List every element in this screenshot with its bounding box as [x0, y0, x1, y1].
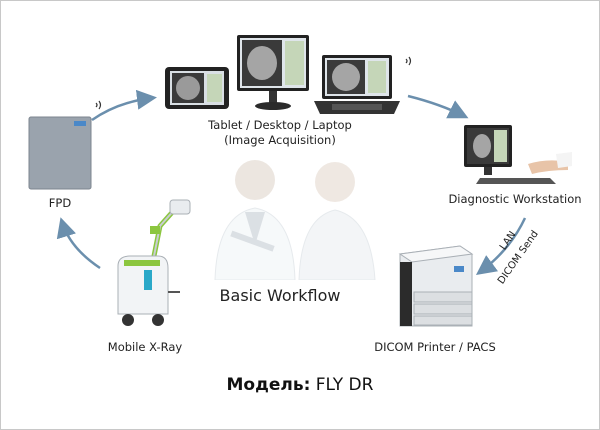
wifi-icon	[405, 56, 412, 66]
tablet-icon	[165, 67, 229, 109]
arrow-xray-to-fpd	[56, 217, 101, 270]
arrow-acquisition-to-workstation	[407, 94, 469, 119]
doctors-illustration	[214, 160, 376, 280]
model-name: FLY DR	[315, 375, 374, 395]
center-title: Basic Workflow	[219, 286, 341, 305]
acquisition-label-line1: Tablet / Desktop / Laptop	[208, 118, 352, 132]
acquisition-label-line2: (Image Acquisition)	[224, 133, 336, 147]
printer-icon	[398, 245, 474, 327]
workstation-label: Diagnostic Workstation	[448, 192, 582, 206]
arrow-workstation-to-printer	[475, 217, 527, 275]
workstation-icon	[464, 125, 572, 184]
laptop-icon	[314, 55, 400, 114]
desktop-monitor-icon	[237, 35, 309, 110]
printer-label: DICOM Printer / PACS	[374, 340, 496, 354]
model-caption: Модель: FLY DR	[0, 375, 600, 395]
model-prefix: Модель:	[226, 375, 311, 395]
wifi-icon	[95, 100, 102, 110]
fpd-panel-icon	[28, 116, 92, 190]
mobile-xray-icon	[117, 199, 191, 326]
xray-label: Mobile X-Ray	[107, 340, 183, 354]
acquisition-label: Tablet / Desktop / Laptop (Image Acquisi…	[190, 118, 370, 148]
arrow-fpd-to-acquisition	[91, 89, 157, 122]
fpd-label: FPD	[48, 196, 72, 210]
